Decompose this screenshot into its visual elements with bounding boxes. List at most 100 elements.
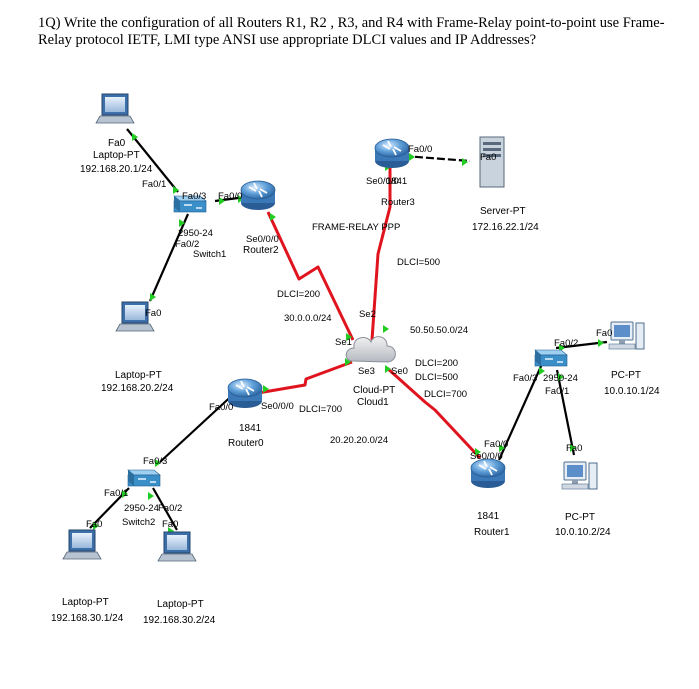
net-50-label: 50.50.50.0/24 [410, 325, 468, 336]
switch2-fa01: Fa0/1 [104, 488, 128, 499]
net-20-label: 20.20.20.0/24 [330, 435, 388, 446]
pc2-device[interactable] [561, 461, 598, 490]
serial-links [257, 160, 482, 460]
switch-icon [127, 469, 161, 487]
laptop3-port: Fa0 [86, 519, 102, 530]
laptop2-name: Laptop-PT [115, 370, 162, 381]
laptop1-port: Fa0 [108, 138, 126, 149]
server-name: Server-PT [480, 206, 526, 217]
cloud-se1: Se1 [335, 337, 352, 348]
laptop3-name: Laptop-PT [62, 597, 109, 608]
switch3-fa01: Fa0/1 [545, 386, 569, 397]
laptop-icon [157, 531, 197, 562]
pc-icon [608, 321, 645, 350]
cloud-dlci-500: DLCI=500 [415, 372, 458, 383]
switch3-model: 2950-24 [543, 373, 578, 384]
laptop2-ip: 192.168.20.2/24 [101, 383, 174, 394]
switch2-device[interactable] [127, 469, 161, 487]
switch3-fa03: Fa0/3 [513, 373, 537, 384]
cloud-type: Cloud-PT [353, 385, 395, 396]
cloud-se3: Se3 [358, 366, 375, 377]
frame-relay-label: FRAME-RELAY PPP [312, 222, 400, 233]
router3-se000: Se0/0/0 [366, 176, 399, 187]
router1-device[interactable] [470, 458, 506, 489]
link-cloud-router1 [385, 366, 482, 460]
switch2-fa03: Fa0/3 [143, 456, 167, 467]
pc1-port: Fa0 [596, 328, 612, 339]
link-switch3-router1 [497, 363, 544, 461]
cloud-device[interactable] [345, 336, 396, 363]
server-device[interactable] [479, 136, 505, 188]
laptop1-device[interactable] [95, 93, 135, 124]
switch2-name: Switch2 [122, 517, 155, 528]
router-icon [374, 138, 410, 169]
server-icon [479, 136, 505, 188]
laptop2-port: Fa0 [145, 308, 161, 319]
switch1-fa03: Fa0/3 [182, 191, 206, 202]
device-labels: Fa0 Laptop-PT 192.168.20.1/24 Fa0/1 Fa0/… [51, 138, 660, 626]
pc2-name: PC-PT [565, 512, 595, 523]
link-router3-cloud [370, 160, 392, 341]
router2-device[interactable] [240, 180, 276, 211]
switch1-model: 2950-24 [178, 228, 213, 239]
laptop3-device[interactable] [62, 529, 102, 560]
cloud-se2: Se2 [359, 309, 376, 320]
laptop4-device[interactable] [157, 531, 197, 562]
router3-fa00: Fa0/0 [408, 144, 432, 155]
pc1-ip: 10.0.10.1/24 [604, 386, 660, 397]
router1-se000: Se0/0/0 [470, 451, 503, 462]
pc-icon [561, 461, 598, 490]
server-port: Fa0 [480, 152, 496, 163]
router0-fa00: Fa0/0 [209, 402, 233, 413]
router1-model: 1841 [477, 511, 500, 522]
router3-name: Router3 [381, 197, 415, 208]
router-icon [240, 180, 276, 211]
switch3-device[interactable] [534, 349, 568, 367]
link-switch1-laptop2 [148, 213, 190, 302]
port-indicators [93, 133, 604, 535]
dlci-700-label: DLCI=700 [299, 404, 342, 415]
router2-se000: Se0/0/0 [246, 234, 279, 245]
link-router0-cloud [257, 360, 353, 395]
router3-device[interactable] [374, 138, 410, 169]
cloud-name: Cloud1 [357, 397, 389, 408]
laptop-icon [95, 93, 135, 124]
pc2-port: Fa0 [566, 443, 582, 454]
laptop-icon [62, 529, 102, 560]
router1-name: Router1 [474, 527, 510, 538]
dlci-500-label: DLCI=500 [397, 257, 440, 268]
link-router0-switch2 [159, 389, 239, 463]
laptop4-port: Fa0 [162, 519, 178, 530]
link-router3-server [403, 154, 471, 163]
switch1-name: Switch1 [193, 249, 226, 260]
switch1-fa02: Fa0/2 [175, 239, 199, 250]
router2-name: Router2 [243, 245, 279, 256]
laptop1-name: Laptop-PT [93, 150, 140, 161]
question-text: 1Q) Write the configuration of all Route… [38, 15, 665, 48]
router3-model: 1841 [386, 176, 407, 187]
router2-fa00: Fa0/0 [218, 191, 242, 202]
cloud-dlci-200: DLCI=200 [415, 358, 458, 369]
cloud-se0: Se0 [391, 366, 408, 377]
router0-model: 1841 [239, 423, 262, 434]
dlci-200-label: DLCI=200 [277, 289, 320, 300]
pc1-device[interactable] [608, 321, 645, 350]
switch2-fa02: Fa0/2 [158, 503, 182, 514]
link-switch2-laptop4 [152, 487, 178, 531]
laptop1-ip: 192.168.20.1/24 [80, 164, 153, 175]
server-ip: 172.16.22.1/24 [472, 222, 539, 233]
switch1-fa01: Fa0/1 [142, 179, 166, 190]
laptop4-ip: 192.168.30.2/24 [143, 615, 216, 626]
switch3-fa02: Fa0/2 [554, 338, 578, 349]
router0-se000: Se0/0/0 [261, 401, 294, 412]
router-icon [470, 458, 506, 489]
switch-icon [534, 349, 568, 367]
switch2-model: 2950-24 [124, 503, 159, 514]
router1-fa00: Fa0/0 [484, 439, 508, 450]
laptop4-name: Laptop-PT [157, 599, 204, 610]
link-switch3-pc2 [555, 369, 576, 456]
net-30-label: 30.0.0.0/24 [284, 313, 332, 324]
link-router2-cloud [266, 211, 355, 341]
pc2-ip: 10.0.10.2/24 [555, 527, 611, 538]
